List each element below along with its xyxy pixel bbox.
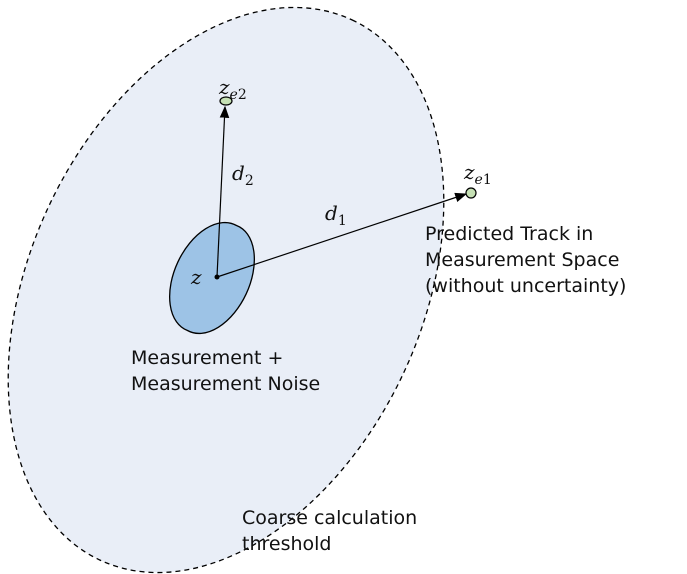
measurement-point: [214, 274, 220, 280]
measurement-noise-ellipse: [169, 221, 255, 335]
d1-base: d: [325, 201, 338, 225]
d1-arrow: [216, 192, 468, 278]
ze1-sub-n: 1: [482, 172, 492, 188]
ze1-base: z: [464, 160, 475, 184]
threshold-line-2: threshold: [242, 533, 332, 555]
d2-label: d2: [232, 160, 254, 189]
threshold-label: Coarse calculation threshold: [242, 505, 417, 557]
predicted-track-line-2: Measurement Space: [425, 249, 620, 271]
threshold-line-1: Coarse calculation: [242, 507, 418, 529]
track-point-ze1: [465, 187, 477, 199]
ze1-sub-e: e: [474, 172, 483, 188]
ze2-sub-e: e: [229, 87, 238, 103]
d2-sub: 2: [244, 173, 254, 189]
predicted-track-line-1: Predicted Track in: [425, 223, 594, 245]
d1-label: d1: [325, 200, 347, 229]
ze1-label: ze1: [464, 159, 492, 188]
z-label: z: [191, 265, 202, 289]
track-point-ze2: [219, 96, 233, 106]
predicted-track-label: Predicted Track in Measurement Space (wi…: [425, 221, 626, 299]
d2-base: d: [232, 161, 245, 185]
ze2-sub-n: 2: [237, 87, 247, 103]
d1-sub: 1: [337, 213, 347, 229]
predicted-track-line-3: (without uncertainty): [425, 275, 627, 297]
ze2-base: z: [219, 75, 230, 99]
ze2-label: ze2: [219, 74, 247, 103]
d2-arrow: [216, 105, 230, 278]
measurement-line-2: Measurement Noise: [131, 373, 321, 395]
measurement-label: Measurement + Measurement Noise: [131, 345, 320, 397]
measurement-line-1: Measurement +: [131, 347, 284, 369]
